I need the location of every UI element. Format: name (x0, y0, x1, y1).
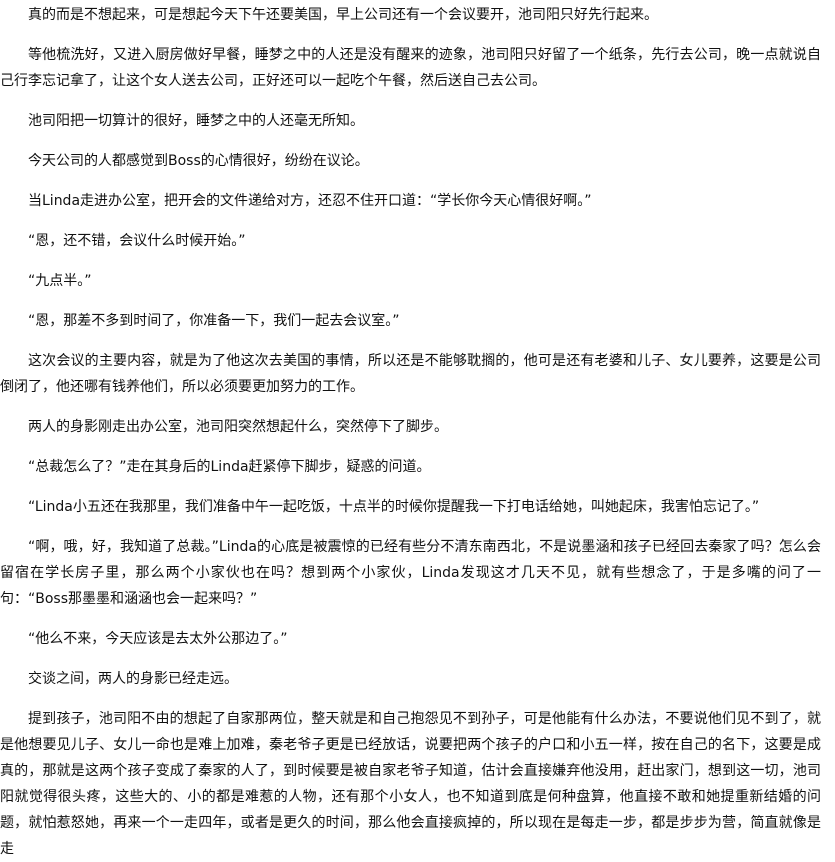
paragraph: 等他梳洗好，又进入厨房做好早餐，睡梦之中的人还是没有醒来的迹象，池司阳只好留了一… (0, 47, 821, 89)
paragraph: “九点半。” (28, 273, 92, 289)
paragraph: 当Linda走进办公室，把开会的文件递给对方，还忍不住开口道：“学长你今天心情很… (28, 193, 592, 209)
paragraph: 这次会议的主要内容，就是为了他这次去美国的事情，所以还是不能够耽搁的，他可是还有… (0, 353, 821, 395)
paragraph: “恩，还不错，会议什么时候开始。” (28, 233, 246, 249)
paragraph: 今天公司的人都感觉到Boss的心情很好，纷纷在议论。 (28, 153, 369, 169)
paragraph: 池司阳把一切算计的很好，睡梦之中的人还毫无所知。 (28, 113, 364, 129)
paragraph: “总裁怎么了？”走在其身后的Linda赶紧停下脚步，疑惑的问道。 (28, 459, 431, 475)
paragraph: “他么不来，今天应该是去太外公那边了。” (28, 631, 288, 647)
paragraph: 提到孩子，池司阳不由的想起了自家那两位，整天就是和自己抱怨见不到孙子，可是他能有… (0, 711, 821, 857)
paragraph: 两人的身影刚走出办公室，池司阳突然想起什么，突然停下了脚步。 (28, 419, 448, 435)
paragraph: “恩，那差不多到时间了，你准备一下，我们一起去会议室。” (28, 313, 400, 329)
paragraph: “Linda小五还在我那里，我们准备中午一起吃饭，十点半的时候你提醒我一下打电话… (28, 499, 760, 515)
paragraph: 真的而是不想起来，可是想起今天下午还要美国，早上公司还有一个会议要开，池司阳只好… (28, 7, 658, 23)
paragraph: 交谈之间，两人的身影已经走远。 (28, 671, 238, 687)
paragraph: “啊，哦，好，我知道了总裁。”Linda的心底是被震惊的已经有些分不清东南西北，… (0, 539, 821, 607)
